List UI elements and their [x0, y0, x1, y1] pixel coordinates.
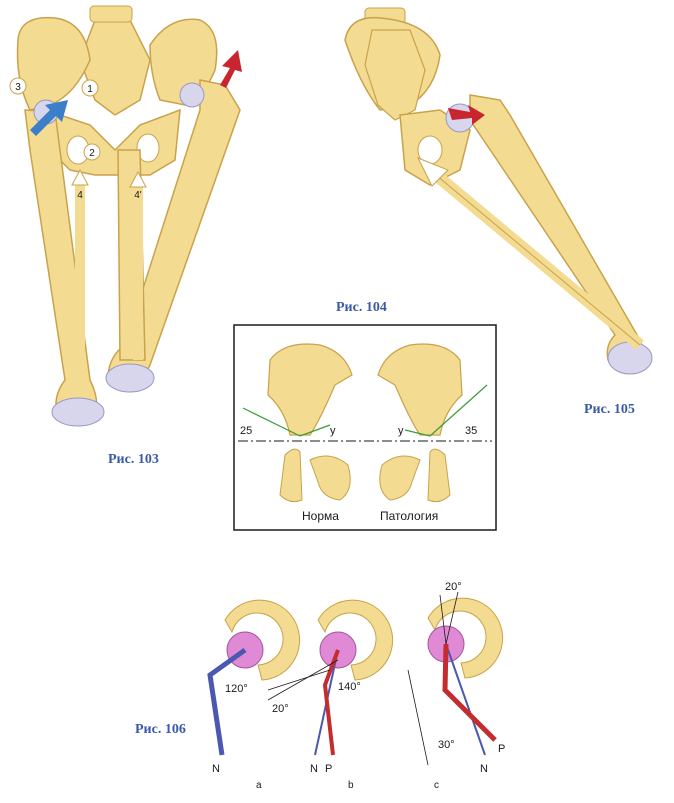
line-n-a — [207, 647, 247, 756]
badge-4: 4 — [77, 190, 83, 201]
y-left-104: y — [330, 425, 336, 437]
left-femur-104 — [279, 448, 303, 503]
angle-c2: 30° — [438, 739, 455, 751]
fig105-diagram — [344, 7, 653, 375]
letter-a: a — [256, 780, 262, 791]
left-iliac-wing — [16, 16, 91, 111]
angle-c1: 20° — [445, 581, 462, 593]
label-pathology: Патология — [380, 509, 438, 523]
fig103-diagram: 1 2 3 4 4' — [9, 5, 242, 427]
angle-right-104: 35 — [465, 425, 477, 437]
left-ischium-104 — [309, 455, 351, 501]
knee-105 — [607, 341, 653, 375]
red-arrow — [220, 50, 242, 88]
green-line-left — [242, 407, 301, 437]
line-n-c — [445, 643, 486, 756]
label-2: 2 — [89, 148, 95, 159]
red-arrow-105 — [448, 105, 485, 125]
badge-1: 1 — [81, 79, 99, 97]
fig104-diagram: 25 y y 35 Норма Патология — [233, 324, 497, 531]
label-3: 3 — [15, 82, 21, 93]
right-ischium-104 — [379, 455, 421, 501]
line-p-b — [322, 649, 340, 756]
blue-arrow — [30, 100, 68, 136]
caption-fig106: Рис. 106 — [135, 722, 186, 737]
label-4: 4 — [77, 190, 83, 201]
long-arrow-105-head — [416, 157, 449, 187]
angle-b2: 20° — [272, 703, 289, 715]
green-line-left-2 — [299, 424, 331, 437]
ref-line-b1 — [267, 659, 339, 701]
arrow-4prime-head — [129, 170, 147, 188]
letter-c: c — [434, 780, 439, 791]
y-right-104: y — [398, 425, 404, 437]
sacrum — [79, 19, 151, 116]
angle-b1: 140° — [338, 681, 361, 693]
arrow-4-head — [71, 168, 89, 186]
caption-fig105: Рис. 105 — [584, 402, 635, 417]
letter-b: b — [348, 780, 354, 791]
badge-2: 2 — [83, 143, 101, 161]
angle-left-104: 25 — [240, 425, 252, 437]
ref-line-c2 — [439, 594, 447, 645]
pelvic-floor — [44, 108, 181, 176]
caption-fig104: Рис. 104 — [336, 300, 387, 315]
long-arrow-105-outline — [429, 169, 641, 346]
ref-line-c1 — [445, 591, 459, 645]
caption-fig103: Рис. 103 — [108, 452, 159, 467]
ref-line-b2 — [267, 669, 331, 691]
fig106-b: 140° 20° N P b — [267, 599, 394, 791]
ref-line-c3 — [407, 669, 429, 766]
label-n-c: N — [480, 763, 488, 775]
fig106-diagram: 120° N a 140° 20° N P b 20° — [207, 581, 505, 791]
label-p-c: P — [498, 743, 505, 755]
green-line-right — [429, 384, 488, 437]
right-knee — [105, 363, 155, 393]
label-4prime: 4' — [134, 190, 142, 201]
right-femoral-head — [179, 82, 205, 108]
left-ilium-104 — [267, 343, 353, 436]
badge-4prime: 4' — [134, 190, 142, 201]
label-normal: Норма — [302, 509, 339, 523]
left-knee — [51, 397, 105, 427]
fig106-c: 20° 30° N P c — [407, 581, 505, 791]
vertebra — [89, 5, 133, 23]
green-line-right-2 — [404, 429, 431, 437]
label-1: 1 — [87, 84, 93, 95]
badge-3: 3 — [9, 77, 27, 95]
label-n-b: N — [310, 763, 318, 775]
obturator-right — [136, 133, 160, 163]
fig106-a: 120° N a — [207, 599, 301, 791]
line-p-c — [442, 643, 497, 742]
right-femur-104 — [427, 448, 451, 503]
label-p-b: P — [325, 763, 332, 775]
angle-a: 120° — [225, 683, 248, 695]
right-ilium-104 — [377, 343, 463, 436]
label-n-a: N — [212, 763, 220, 775]
